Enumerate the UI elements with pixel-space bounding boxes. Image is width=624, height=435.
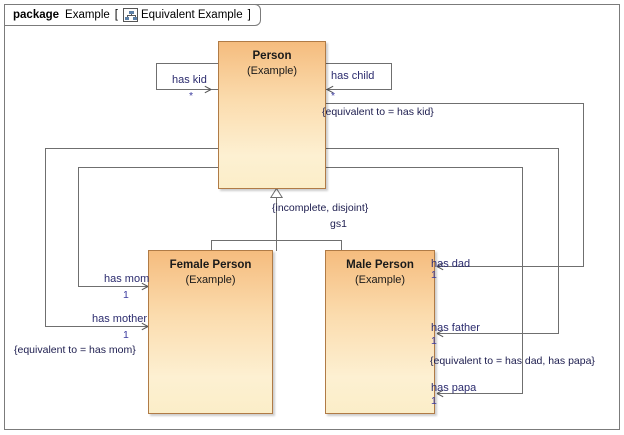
class-box-male-person[interactable]: Male Person (Example) [325,250,435,414]
association-label-has-papa[interactable]: has papa [431,382,477,394]
connector-has-father-bottom [437,333,559,334]
connector-has-father-right [558,148,559,333]
connector-has-kid-top [156,63,219,64]
connector-generalization-stem [276,198,277,251]
connector-has-child-bottom [326,89,392,90]
multiplicity-has-kid[interactable]: * [189,90,194,102]
connector-has-child-right [391,63,392,89]
connector-has-kid-bottom [156,89,218,90]
class-name-female-person: Female Person [169,259,252,271]
connector-generalization-bar [211,240,342,241]
connector-has-child-top [326,63,392,64]
class-diagram-icon [122,8,138,22]
connector-has-papa-bottom [437,393,523,394]
connector-has-mother-left [45,148,46,326]
connector-has-father-top [326,148,559,149]
class-qualifier-female-person: (Example) [185,274,236,286]
multiplicity-has-papa[interactable]: 1 [431,395,437,407]
association-label-has-kid[interactable]: has kid [172,74,207,86]
class-name-male-person: Male Person [346,259,414,271]
bracket-open: [ [114,9,118,21]
bracket-close: ] [247,9,251,21]
diagram-name: Equivalent Example [140,9,243,21]
connector-has-mom-left [78,167,79,286]
connector-has-dad-top [326,103,584,104]
connector-has-mother-top [45,148,219,149]
class-box-person[interactable]: Person (Example) [218,41,326,189]
class-qualifier-male-person: (Example) [354,274,406,286]
connector-generalization-male-branch [341,240,342,251]
class-qualifier-person: (Example) [246,65,298,77]
connector-has-mother-bottom [45,326,149,327]
association-label-has-mother[interactable]: has mother [92,313,148,325]
multiplicity-has-child[interactable]: * [331,90,336,102]
association-label-has-dad[interactable]: has dad [431,258,471,270]
generalization-triangle-icon [270,188,283,198]
multiplicity-has-mother[interactable]: 1 [123,329,129,341]
note-equivalent-has-kid[interactable]: {equivalent to = has kid} [322,106,434,118]
generalization-set-name[interactable]: gs1 [330,218,347,230]
connector-has-mom-bottom [78,286,149,287]
connector-generalization-female-branch [211,240,212,251]
connector-has-dad-bottom [437,266,584,267]
association-label-has-father[interactable]: has father [431,322,480,334]
connector-has-kid-left [156,63,157,89]
generalization-constraint[interactable]: {incomplete, disjoint} [272,202,369,214]
connector-has-papa-top [326,167,523,168]
multiplicity-has-mom[interactable]: 1 [123,289,129,301]
association-label-has-mom[interactable]: has mom [104,273,150,285]
note-equivalent-has-mom[interactable]: {equivalent to = has mom} [14,344,136,356]
multiplicity-has-father[interactable]: 1 [431,335,437,347]
class-name-person: Person [252,50,292,62]
connector-has-dad-right [583,103,584,266]
multiplicity-has-dad[interactable]: 1 [431,269,437,281]
note-equivalent-has-dad[interactable]: {equivalent to = has dad, has papa} [430,355,595,367]
association-label-has-child[interactable]: has child [331,70,375,82]
package-header-tab[interactable]: package Example [ Equivalent Example ] [4,4,261,26]
package-name: Example [65,9,110,21]
package-keyword: package [13,9,60,21]
connector-has-mom-top [78,167,219,168]
class-box-female-person[interactable]: Female Person (Example) [148,250,273,414]
connector-has-papa-right [522,167,523,393]
